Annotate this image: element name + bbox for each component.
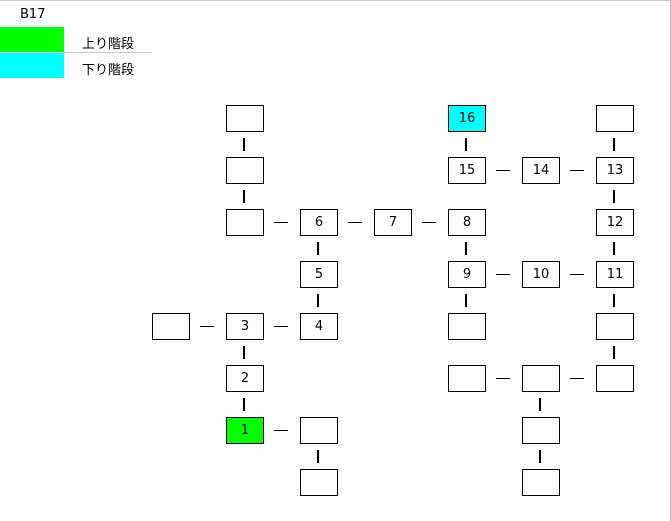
corridor-horizontal <box>570 378 584 379</box>
room-cell <box>300 417 338 444</box>
room-cell: 7 <box>374 209 412 236</box>
room-cell <box>448 365 486 392</box>
corridor-vertical <box>613 294 615 307</box>
corridor-vertical <box>613 346 615 359</box>
room-cell: 5 <box>300 261 338 288</box>
legend-divider <box>64 52 152 53</box>
down-stairs-swatch <box>0 53 64 78</box>
corridor-horizontal <box>274 222 288 223</box>
room-cell <box>300 469 338 496</box>
room-cell: 11 <box>596 261 634 288</box>
corridor-horizontal <box>496 378 510 379</box>
corridor-vertical <box>243 398 245 411</box>
corridor-horizontal <box>200 326 214 327</box>
room-cell: 2 <box>226 365 264 392</box>
room-cell <box>522 469 560 496</box>
corridor-horizontal <box>348 222 362 223</box>
corridor-vertical <box>317 294 319 307</box>
room-cell <box>226 209 264 236</box>
down-stairs-legend-label: 下り階段 <box>82 63 135 78</box>
corridor-vertical <box>613 190 615 203</box>
corridor-horizontal <box>274 430 288 431</box>
corridor-horizontal <box>570 274 584 275</box>
room-cell: 9 <box>448 261 486 288</box>
room-cell: 3 <box>226 313 264 340</box>
room-cell: 14 <box>522 157 560 184</box>
room-down-stairs: 16 <box>448 105 486 132</box>
corridor-horizontal <box>570 170 584 171</box>
corridor-horizontal <box>274 326 288 327</box>
corridor-vertical <box>539 450 541 463</box>
corridor-vertical <box>317 242 319 255</box>
corridor-horizontal <box>496 170 510 171</box>
room-cell: 4 <box>300 313 338 340</box>
room-cell <box>152 313 190 340</box>
room-cell: 8 <box>448 209 486 236</box>
corridor-vertical <box>465 294 467 307</box>
corridor-horizontal <box>422 222 436 223</box>
corridor-vertical <box>465 138 467 151</box>
room-cell: 15 <box>448 157 486 184</box>
room-cell: 12 <box>596 209 634 236</box>
corridor-vertical <box>243 346 245 359</box>
up-stairs-legend-label: 上り階段 <box>82 37 135 52</box>
room-cell <box>596 313 634 340</box>
room-cell <box>522 365 560 392</box>
corridor-vertical <box>465 242 467 255</box>
corridor-vertical <box>317 450 319 463</box>
room-cell <box>522 417 560 444</box>
room-up-stairs: 1 <box>226 417 264 444</box>
room-cell <box>448 313 486 340</box>
floor-label: B17 <box>20 7 46 22</box>
room-cell <box>226 105 264 132</box>
up-stairs-swatch <box>0 27 64 52</box>
corridor-vertical <box>243 190 245 203</box>
room-cell <box>596 105 634 132</box>
room-cell <box>596 365 634 392</box>
corridor-vertical <box>613 242 615 255</box>
corridor-vertical <box>539 398 541 411</box>
room-cell: 10 <box>522 261 560 288</box>
corridor-vertical <box>613 138 615 151</box>
room-cell: 13 <box>596 157 634 184</box>
corridor-horizontal <box>496 274 510 275</box>
room-cell: 6 <box>300 209 338 236</box>
room-cell <box>226 157 264 184</box>
corridor-vertical <box>243 138 245 151</box>
